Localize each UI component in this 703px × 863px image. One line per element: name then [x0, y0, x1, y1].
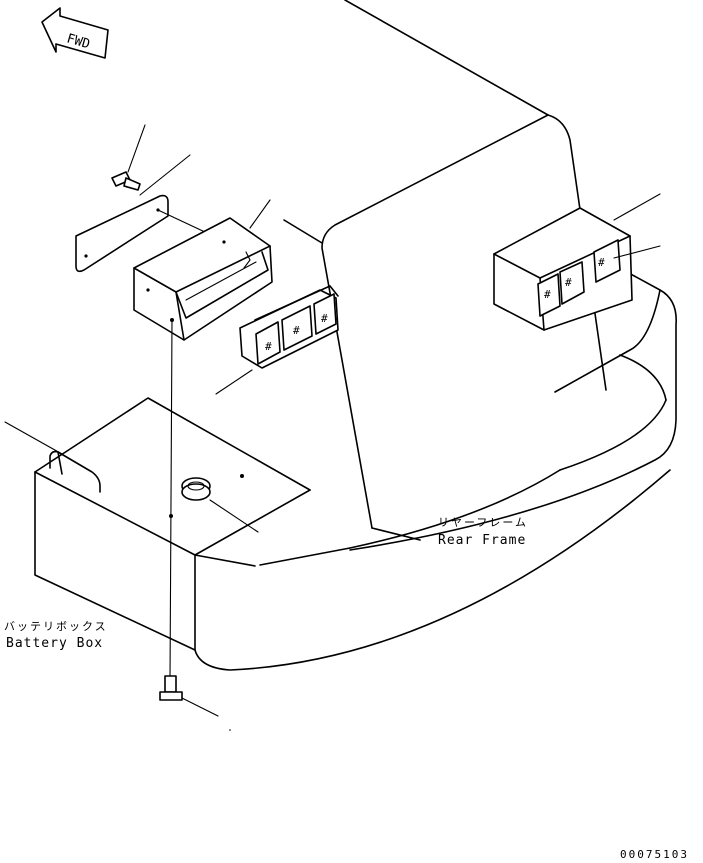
bolt-lower — [159, 675, 231, 731]
drawing-number: 00075103 — [620, 848, 689, 861]
mounting-rod — [169, 318, 174, 681]
battery-box — [34, 397, 311, 651]
switch-symbol-4: # — [544, 288, 551, 301]
switch-symbol-5: # — [565, 276, 572, 289]
switch-symbol-1: # — [265, 340, 272, 353]
battery-box-label-jp: バッテリボックス — [4, 620, 108, 633]
switch-box-housing — [133, 199, 273, 341]
switch-symbol-2: # — [293, 324, 300, 337]
bolt-small — [111, 171, 141, 191]
rear-frame — [194, 0, 677, 671]
rear-frame-label-jp: リヤーフレーム — [438, 516, 528, 529]
fwd-arrow: FWD — [41, 7, 109, 59]
battery-box-label: バッテリボックス Battery Box — [4, 421, 108, 651]
fwd-arrow-label: FWD — [65, 31, 92, 52]
switch-box-right: # # # — [493, 193, 661, 331]
switch-panel-left: # # # — [215, 285, 339, 395]
rear-frame-label-en: Rear Frame — [438, 533, 526, 548]
rear-frame-label: リヤーフレーム Rear Frame — [438, 516, 528, 548]
switch-symbol-6: # — [598, 256, 605, 269]
battery-box-label-en: Battery Box — [6, 636, 103, 651]
switch-symbol-3: # — [321, 312, 328, 325]
